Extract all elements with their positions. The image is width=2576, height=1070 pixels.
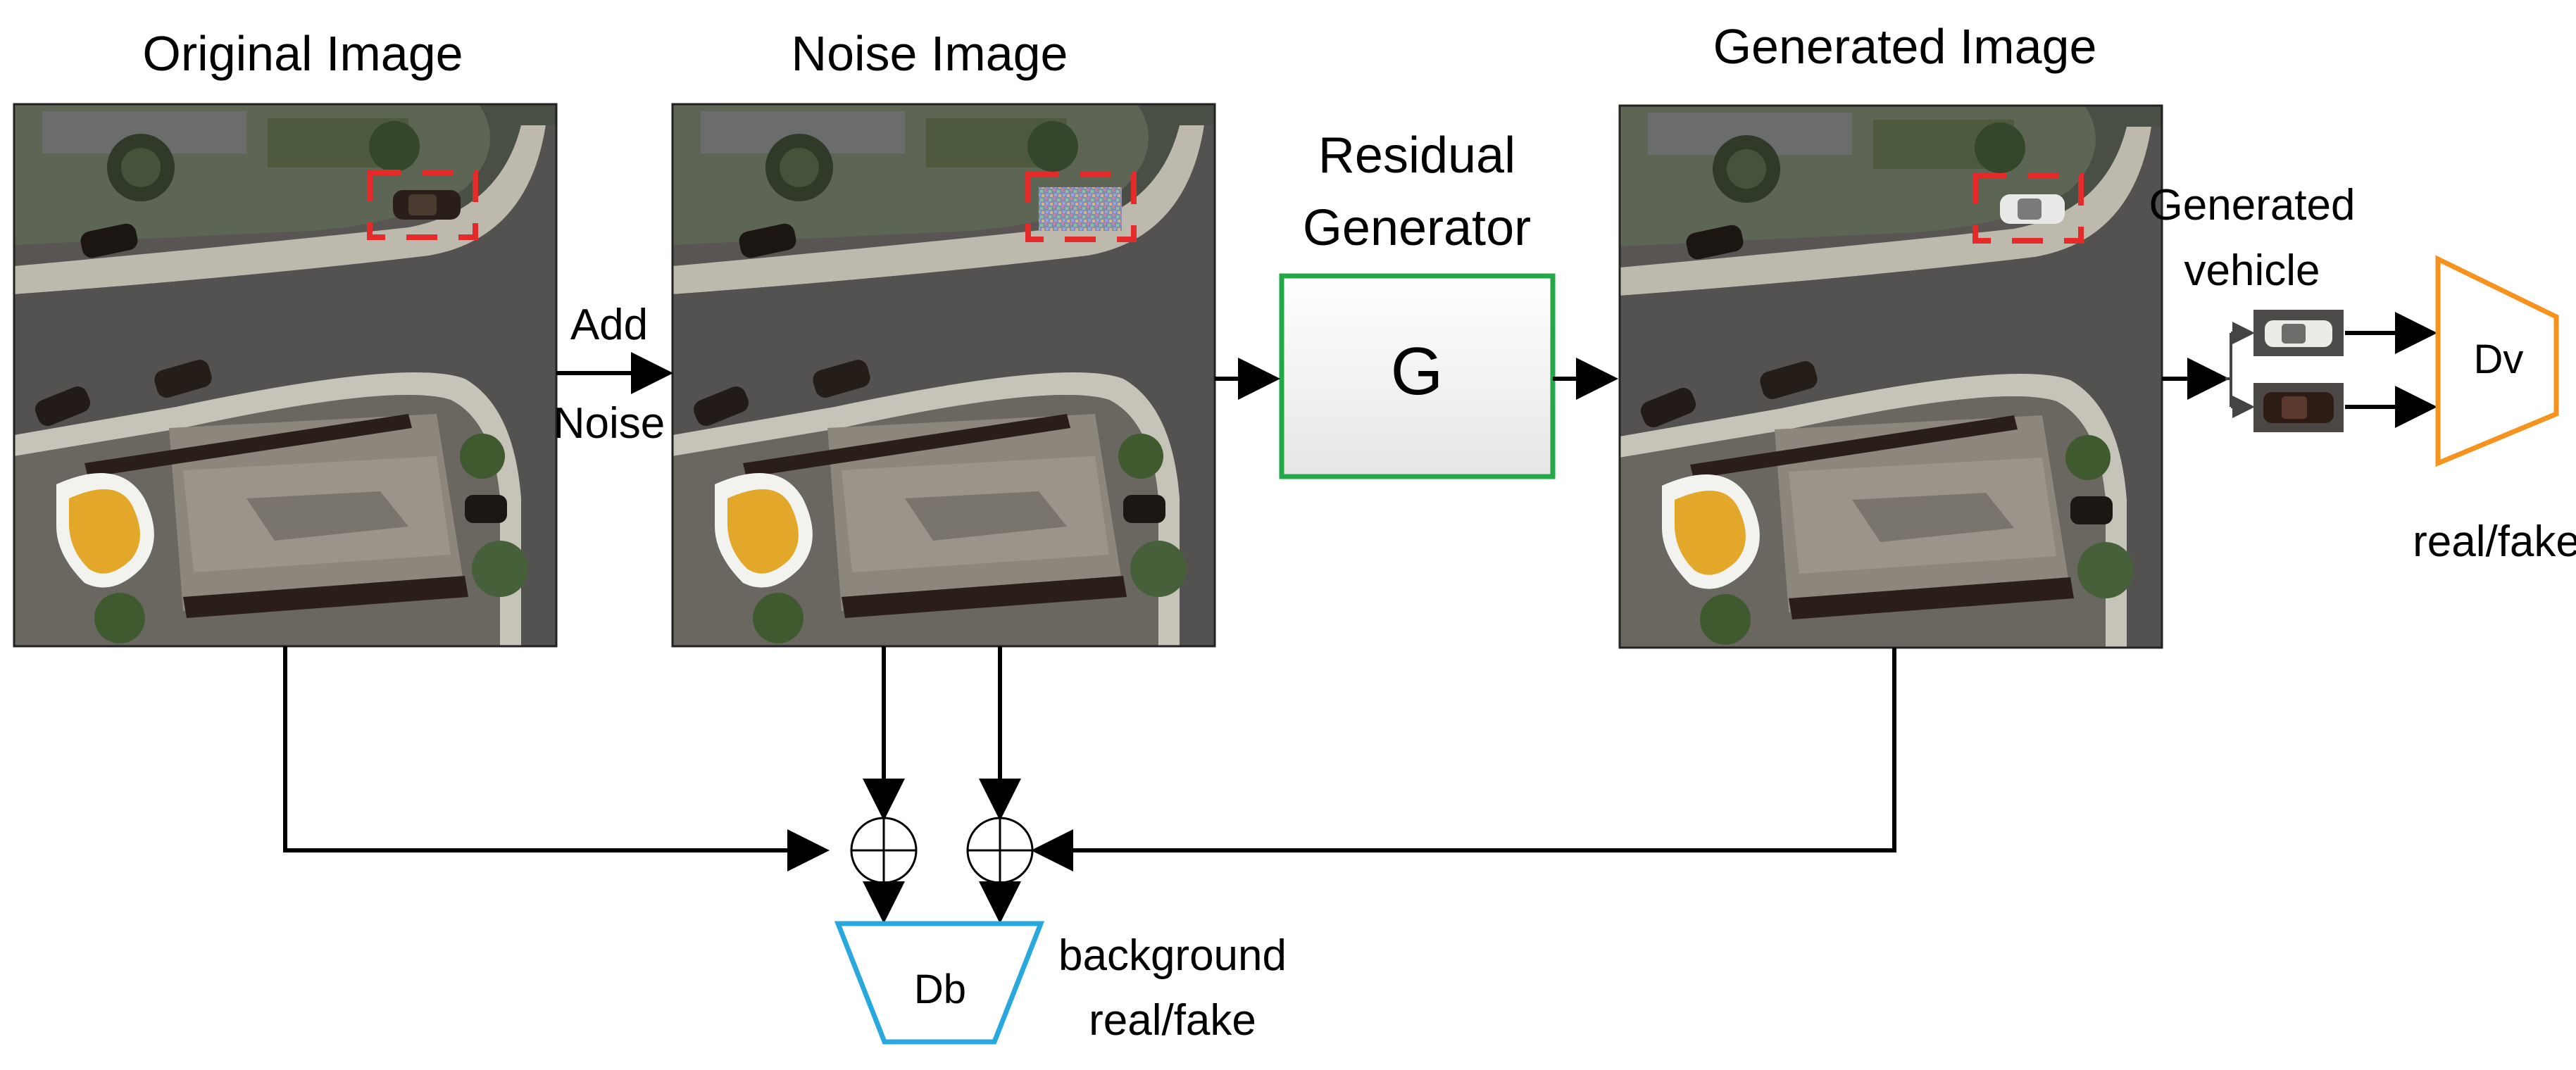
combiner-left [850,817,918,884]
generated-image-title: Generated Image [1713,19,2097,74]
add-noise-label-line2: Noise [554,399,665,448]
generated-vehicle-caption-line2: vehicle [2184,246,2320,295]
background-discriminator-output-line2: real/fake [1089,996,1256,1045]
vehicle-split-connector [2225,333,2232,407]
background-discriminator-output-line1: background [1058,931,1287,980]
generated-image [1618,104,2163,649]
generator-title-line2: Generator [1303,200,1531,256]
original-image [13,103,558,648]
detection-box [1025,172,1137,242]
noise-image-title: Noise Image [792,26,1068,81]
vehicle-discriminator-output: real/fake [2413,517,2576,566]
vehicle-discriminator-symbol: Dv [2474,336,2524,382]
residual-generator-box [1279,273,1556,479]
real-vehicle-thumbnail [2253,383,2344,432]
generator-symbol: G [1391,334,1444,409]
generator-title-line1: Residual [1318,127,1515,184]
generated-vehicle-thumbnail [2253,310,2344,356]
noise-image [671,103,1216,648]
background-discriminator-symbol: Db [914,967,966,1012]
background-discriminator [834,921,1045,1045]
combiner-right [966,817,1034,884]
vehicle-discriminator [2435,255,2559,467]
detection-box [1972,173,2084,244]
generated-vehicle-caption-line1: Generated [2149,181,2356,229]
detection-box [367,170,478,240]
add-noise-label-line1: Add [570,301,648,349]
original-image-title: Original Image [142,26,463,81]
original-to-combiner-line [283,646,830,871]
generated-to-combiner-line [1031,648,1896,871]
noise-patch [1039,187,1122,231]
